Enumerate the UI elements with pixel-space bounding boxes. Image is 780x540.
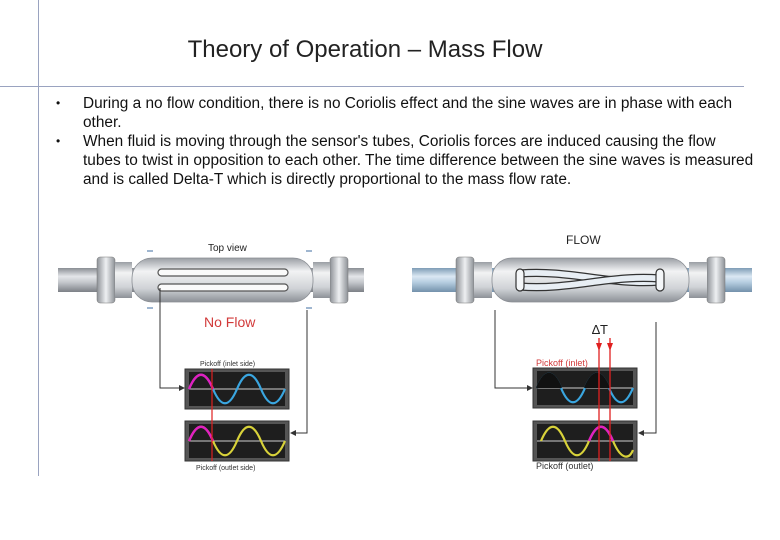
corner-marker: [306, 307, 312, 309]
no-flow-sensor: [58, 250, 364, 309]
arrow-head: [638, 430, 644, 436]
corner-marker: [306, 250, 312, 252]
flange: [706, 256, 726, 304]
flange: [96, 256, 116, 304]
no-flow-label: No Flow: [204, 314, 256, 330]
sine-wave-magenta: [587, 425, 615, 442]
slide-left-rule: [38, 0, 39, 88]
sensor-body: [689, 262, 707, 298]
bullet-item: • During a no flow condition, there is n…: [56, 94, 756, 132]
bullet-dot: •: [56, 134, 61, 148]
bullet-list: • During a no flow condition, there is n…: [56, 94, 756, 189]
flange: [329, 256, 349, 304]
arrow-head: [607, 343, 613, 351]
flow-tube: [157, 268, 289, 277]
slide-left-rule-lower: [38, 88, 39, 476]
sine-wave-magenta: [187, 373, 215, 390]
sine-wave-black: [535, 372, 611, 389]
arrow-head: [179, 385, 185, 391]
signal-arrow: [494, 310, 657, 434]
flow-tube: [157, 283, 289, 292]
flow-sensor: [412, 256, 752, 304]
delta-t-label: ∆T: [592, 322, 608, 337]
pickoff-inlet-label: Pickoff (inlet side): [200, 361, 255, 368]
arrow-head: [596, 343, 602, 351]
pickoff-outlet-label: Pickoff (outlet): [536, 461, 593, 471]
slide-title: Theory of Operation – Mass Flow: [187, 36, 543, 63]
pickoff-inlet-label: Pickoff (inlet): [536, 358, 588, 368]
slide-title-rule: [0, 86, 744, 87]
tube-end: [655, 268, 665, 292]
flow-label: FLOW: [566, 233, 601, 247]
bullet-dot: •: [56, 96, 61, 110]
corner-marker: [147, 250, 153, 252]
tube-end: [515, 268, 525, 292]
arrow-head: [527, 385, 533, 391]
bullet-item: • When fluid is moving through the senso…: [56, 132, 756, 189]
bullet-text: During a no flow condition, there is no …: [83, 95, 733, 131]
corner-marker: [147, 307, 153, 309]
sensor-body: [115, 262, 132, 298]
sensor-body: [131, 257, 314, 303]
signal-arrow: [159, 288, 308, 434]
sensor-body: [474, 262, 492, 298]
sine-wave-magenta: [187, 425, 215, 442]
sensor-body: [313, 262, 330, 298]
top-view-label: Top view: [208, 243, 248, 254]
bullet-text: When fluid is moving through the sensor'…: [83, 133, 754, 188]
flange: [455, 256, 475, 304]
arrow-head: [290, 430, 296, 436]
pickoff-outlet-label: Pickoff (outlet side): [196, 465, 255, 472]
